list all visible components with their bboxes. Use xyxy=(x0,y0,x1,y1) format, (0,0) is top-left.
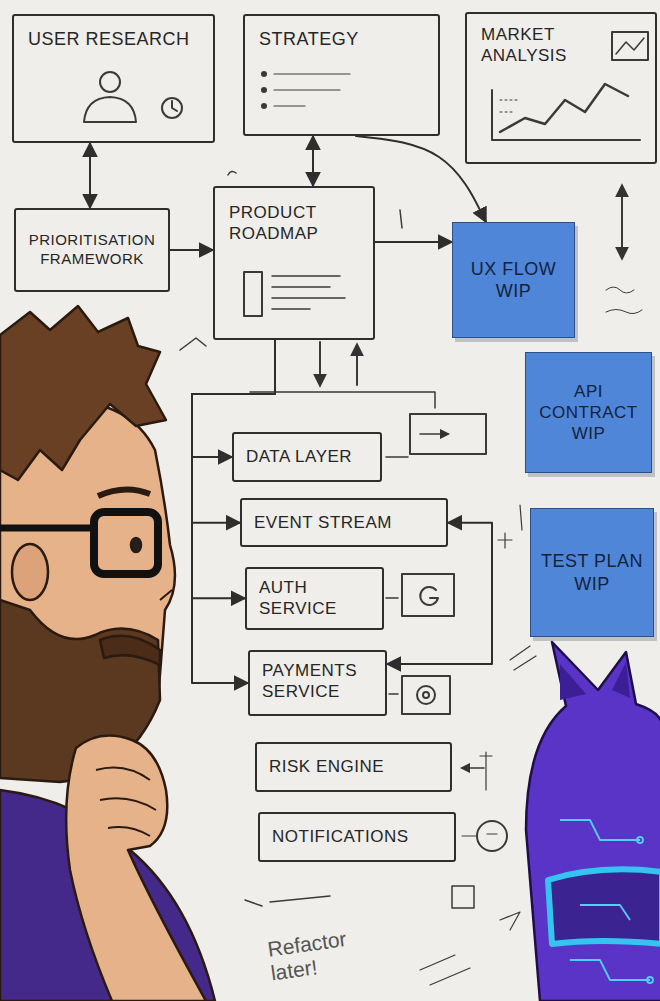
connector-arrow xyxy=(387,523,492,664)
node-text: PRIORITISATION FRAMEWORK xyxy=(22,231,162,269)
clock-icon xyxy=(172,101,177,111)
process-box: PAYMENTS SERVICE xyxy=(248,650,387,716)
scribble xyxy=(180,338,206,350)
node-text: API CONTRACT WIP xyxy=(534,381,643,445)
node-text: STRATEGY xyxy=(259,28,359,51)
up-arrow xyxy=(356,345,358,385)
process-box: NOTIFICATIONS xyxy=(258,812,456,862)
node-text: NOTIFICATIONS xyxy=(272,826,409,847)
node-text: USER RESEARCH xyxy=(28,28,190,51)
document-icon xyxy=(244,272,345,316)
sticky-note: UX FLOW WIP xyxy=(452,222,575,338)
person-icon xyxy=(100,72,120,92)
node-text: MARKET ANALYSIS xyxy=(481,24,601,67)
process-box: EVENT STREAM xyxy=(240,498,448,547)
connector-arrow xyxy=(170,249,213,251)
service-icon xyxy=(386,574,454,714)
scribble xyxy=(462,834,497,836)
person-icon xyxy=(84,97,136,122)
node-text: DATA LAYER xyxy=(246,446,352,467)
clock-icon xyxy=(162,98,182,118)
bullet-list xyxy=(262,72,350,108)
process-box: MARKET ANALYSIS xyxy=(465,12,657,164)
scribble xyxy=(420,912,520,985)
mascot-illustration xyxy=(526,642,660,1001)
double-arrow xyxy=(621,186,623,258)
node-text: EVENT STREAM xyxy=(254,512,392,533)
process-box: PRIORITISATION FRAMEWORK xyxy=(14,208,170,292)
node-text: AUTH SERVICE xyxy=(259,577,370,620)
pointer-arrow xyxy=(462,767,484,769)
node-text: PRODUCT ROADMAP xyxy=(229,202,359,245)
node-text: RISK ENGINE xyxy=(269,756,384,777)
connector-arrow xyxy=(192,340,275,683)
bell-icon xyxy=(477,821,507,851)
node-text: UX FLOW WIP xyxy=(461,258,566,303)
node-text: TEST PLAN WIP xyxy=(539,550,645,595)
connector-arrow xyxy=(375,241,452,243)
connector-arrow xyxy=(312,136,314,186)
process-box: PRODUCT ROADMAP xyxy=(213,186,375,340)
connector-arrow xyxy=(89,143,91,208)
scribble xyxy=(606,287,642,314)
process-box: DATA LAYER xyxy=(232,432,382,482)
small-box xyxy=(452,886,474,908)
scribble xyxy=(245,896,330,906)
scribble xyxy=(510,646,536,670)
down-arrow xyxy=(319,342,321,385)
note-label: Refactor later! xyxy=(266,921,392,986)
scribble xyxy=(498,505,522,548)
man-illustration xyxy=(0,306,215,1001)
process-box: STRATEGY xyxy=(243,14,440,136)
process-box: AUTH SERVICE xyxy=(245,567,384,630)
sticky-note: TEST PLAN WIP xyxy=(530,508,654,637)
scribble xyxy=(480,752,492,790)
process-box: USER RESEARCH xyxy=(12,14,215,143)
sticky-note: API CONTRACT WIP xyxy=(525,352,652,473)
process-box: RISK ENGINE xyxy=(255,742,452,792)
node-text: PAYMENTS SERVICE xyxy=(262,660,373,703)
